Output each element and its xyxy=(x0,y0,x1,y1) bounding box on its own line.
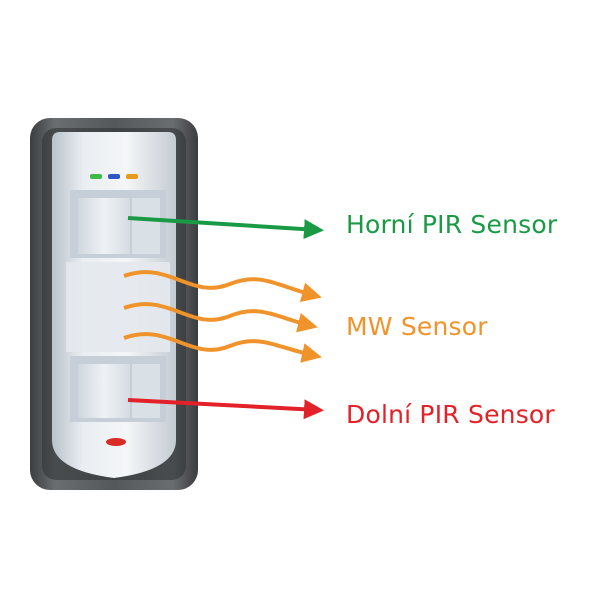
lower-pir-label: Dolní PIR Sensor xyxy=(346,400,555,429)
mw-section xyxy=(66,262,170,352)
mw-sensor-label: MW Sensor xyxy=(346,312,488,341)
led-amber-icon xyxy=(126,174,138,179)
mw-wave-arrow-2 xyxy=(123,302,318,333)
lower-pir-arrow xyxy=(127,398,324,420)
led-green-icon xyxy=(90,174,102,179)
lower-pir-window xyxy=(70,356,166,422)
mw-wave-arrow-1 xyxy=(123,270,322,303)
upper-pir-arrow xyxy=(127,216,324,240)
upper-pir-window xyxy=(70,190,166,258)
upper-pir-label: Horní PIR Sensor xyxy=(346,210,558,239)
mw-wave-arrows xyxy=(123,270,322,363)
status-leds xyxy=(90,174,138,179)
motion-detector-device xyxy=(30,118,198,490)
mw-wave-arrow-3 xyxy=(123,332,322,363)
led-blue-icon xyxy=(108,174,120,179)
bottom-led-icon xyxy=(106,438,126,446)
